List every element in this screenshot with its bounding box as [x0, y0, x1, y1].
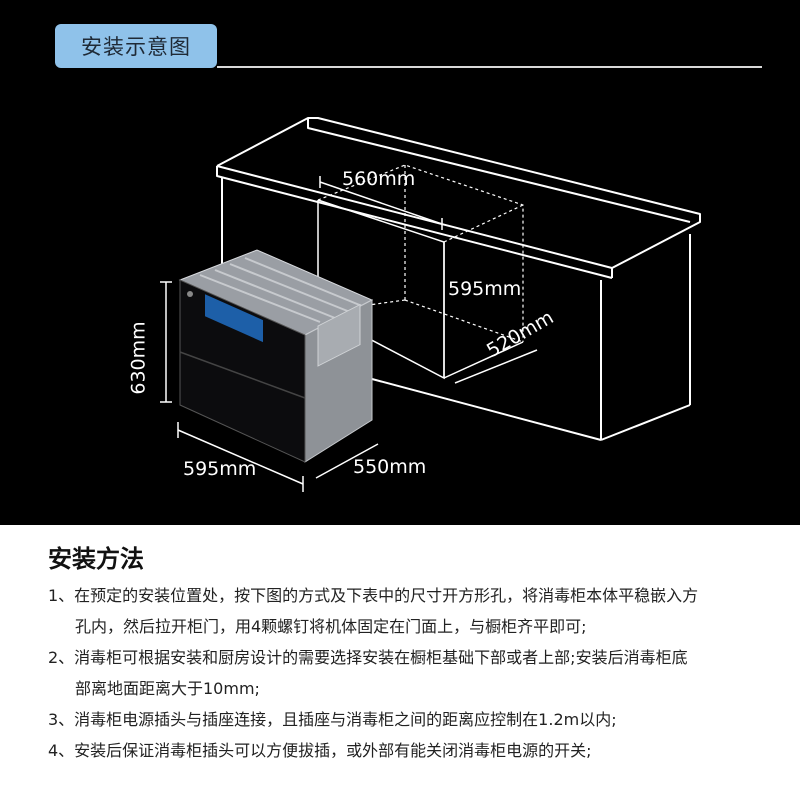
- brand-dot: [187, 291, 193, 297]
- cutout-height-label: 595mm: [448, 278, 522, 300]
- step-3-line-1: 3、消毒柜电源插头与插座连接，且插座与消毒柜之间的距离应控制在1.2m以内;: [48, 710, 617, 729]
- steps-list: 1、在预定的安装位置处，按下图的方式及下表中的尺寸开方形孔，将消毒柜本体平稳嵌入…: [48, 580, 788, 766]
- step-1-line-2: 孔内，然后拉开柜门，用4颗螺钉将机体固定在门面上，与橱柜齐平即可;: [75, 617, 587, 636]
- step-1-line-1: 1、在预定的安装位置处，按下图的方式及下表中的尺寸开方形孔，将消毒柜本体平稳嵌入…: [48, 586, 699, 605]
- method-section: 安装方法 1、在预定的安装位置处，按下图的方式及下表中的尺寸开方形孔，将消毒柜本…: [0, 525, 800, 800]
- control-panel: [205, 294, 263, 343]
- cutout-width-label: 560mm: [342, 168, 416, 190]
- title-badge: 安装示意图: [55, 24, 217, 68]
- title-underline: [217, 66, 762, 68]
- unit-depth-label: 550mm: [353, 456, 427, 478]
- cabinet-appliance: [178, 249, 374, 463]
- appliance-front: [179, 279, 306, 463]
- cutout-dim-lines: [319, 176, 538, 384]
- unit-height-label: 630mm: [127, 321, 150, 395]
- method-title: 安装方法: [48, 545, 144, 573]
- appliance-dim-lines: [160, 281, 379, 492]
- unit-width-label: 595mm: [183, 458, 257, 480]
- step-2-line-1: 2、消毒柜可根据安装和厨房设计的需要选择安装在橱柜基础下部或者上部;安装后消毒柜…: [48, 648, 688, 667]
- step-4-line-1: 4、安装后保证消毒柜插头可以方便拔插，或外部有能关闭消毒柜电源的开关;: [48, 741, 592, 760]
- diagram-panel: 安装示意图: [0, 0, 800, 525]
- diagram-title: 安装示意图: [81, 35, 191, 59]
- step-2-line-2: 部离地面距离大于10mm;: [75, 679, 260, 698]
- cutout-box: [317, 199, 524, 380]
- installation-diagram: [160, 117, 701, 492]
